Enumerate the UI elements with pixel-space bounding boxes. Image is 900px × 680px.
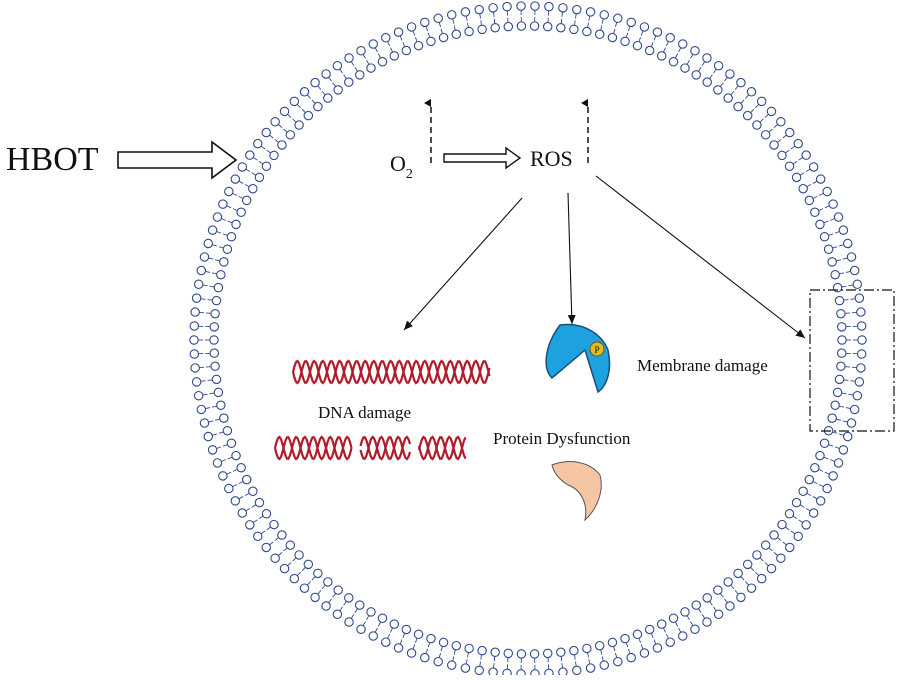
dna-helix-icon <box>293 361 490 383</box>
hbot-arrow-icon <box>118 142 236 178</box>
damaged-protein-icon <box>552 462 601 520</box>
protein-icon <box>546 325 609 392</box>
phosphate-icon: P <box>590 342 604 356</box>
hbot-label: HBOT <box>6 141 99 178</box>
membrane-damage-label: Membrane damage <box>637 356 768 375</box>
ros-to-dna-arrow <box>404 198 522 330</box>
ros-label: ROS <box>530 146 573 171</box>
dna-broken-helix-icon <box>275 437 466 459</box>
svg-text:P: P <box>594 345 599 355</box>
ros-to-membrane-arrow <box>596 176 805 338</box>
protein-dysfunction-label: Protein Dysfunction <box>493 429 631 448</box>
cell-membrane <box>190 2 866 675</box>
o2-label: O2 <box>390 151 413 182</box>
o2-to-ros-arrow-icon <box>444 148 520 168</box>
dna-damage-label: DNA damage <box>318 403 411 422</box>
ros-to-protein-arrow <box>568 193 572 324</box>
